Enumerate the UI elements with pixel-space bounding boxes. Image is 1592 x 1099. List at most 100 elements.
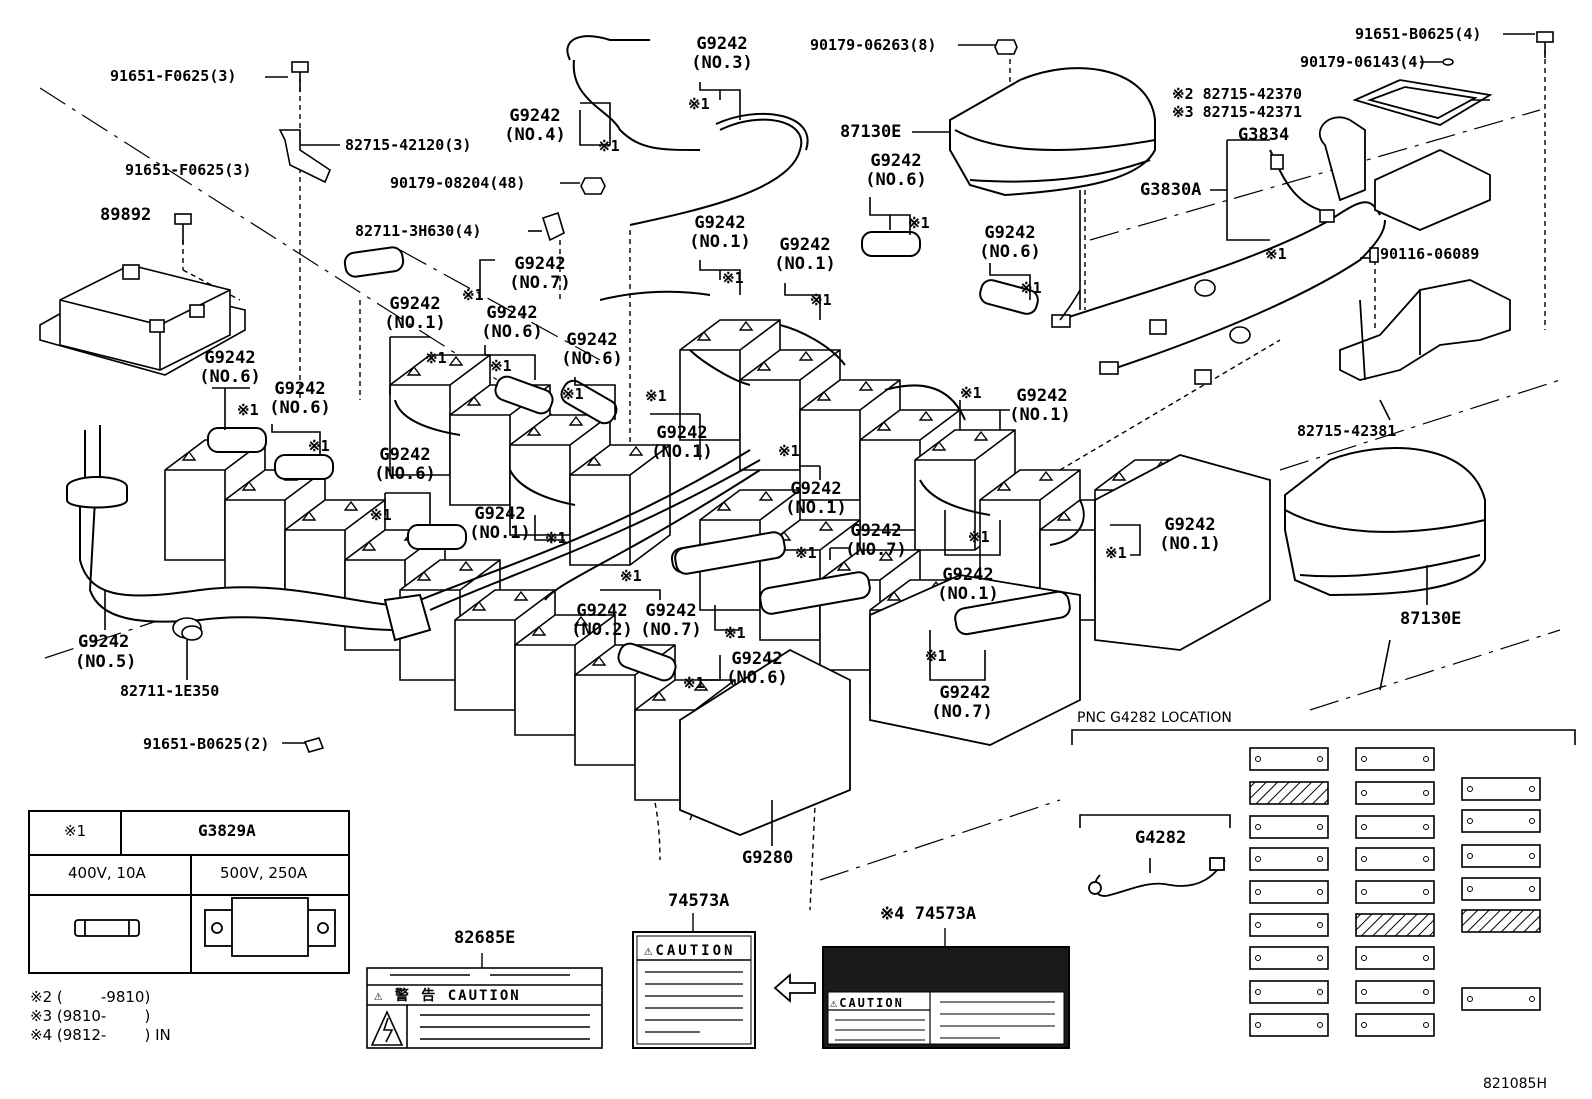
- g9242-number: (NO.7): [640, 620, 702, 640]
- part-label-g3830a: G3830A: [1140, 180, 1202, 200]
- g9242-number: (NO.1): [937, 584, 999, 604]
- g9242-mark: ※1: [598, 137, 620, 155]
- g9242-label: G9242: [379, 445, 431, 465]
- part-label-g4282: G4282: [1135, 828, 1187, 848]
- g9242-label: G9242: [694, 213, 746, 233]
- g9242-number: (NO.1): [1159, 534, 1221, 554]
- part-label-87130e: 87130E: [1400, 609, 1462, 629]
- legend-header-row: [30, 812, 348, 856]
- legend-rating-small: 400V, 10A: [68, 864, 146, 882]
- g9242-mark: ※1: [308, 437, 330, 455]
- g9242-label: G9242: [514, 254, 566, 274]
- part-label-91651-f0625: 91651-F0625(3): [125, 161, 252, 179]
- g9242-mark: ※1: [462, 286, 484, 304]
- g9242-number: (NO.7): [509, 273, 571, 293]
- g9242-mark: ※1: [645, 387, 667, 405]
- part-label-82711-1e350: 82711-1E350: [120, 682, 220, 700]
- g9242-number: (NO.1): [384, 313, 446, 333]
- g9242-number: (NO.6): [481, 322, 543, 342]
- g9242-number: (NO.1): [785, 498, 847, 518]
- part-label-91651-f0625: 91651-F0625(3): [110, 67, 237, 85]
- part-label-82715-42371: ※3 82715-42371: [1172, 103, 1302, 121]
- part-label-74573a: 74573A: [668, 891, 730, 911]
- g9242-label: G9242: [389, 294, 441, 314]
- part-label-91651-b0625: 91651-B0625(4): [1355, 25, 1482, 43]
- part-label-g9280: G9280: [742, 848, 794, 868]
- g9242-number: (NO.6): [374, 464, 436, 484]
- g9242-mark: ※1: [925, 647, 947, 665]
- g9242-mark: ※1: [545, 529, 567, 547]
- g9242-number: (NO.7): [845, 540, 907, 560]
- g9242-mark: ※1: [724, 624, 746, 642]
- part-label-90179-08204: 90179-08204(48): [390, 174, 526, 192]
- g9242-label: G9242: [790, 479, 842, 499]
- part-label-82715-42120: 82715-42120(3): [345, 136, 472, 154]
- g9242-number: (NO.6): [865, 170, 927, 190]
- g9242-number: (NO.2): [571, 620, 633, 640]
- part-label-74573a-4: ※4 74573A: [880, 904, 977, 924]
- g9242-mark: ※1: [1020, 279, 1042, 297]
- part-label-82715-42370: ※2 82715-42370: [1172, 85, 1302, 103]
- g9242-label: G9242: [939, 683, 991, 703]
- g9242-label: G9242: [509, 106, 561, 126]
- g9242-number: (NO.6): [199, 367, 261, 387]
- part-label-89892: 89892: [100, 205, 152, 225]
- g9242-label: G9242: [984, 223, 1036, 243]
- g9242-number: (NO.6): [979, 242, 1041, 262]
- g9242-mark: ※1: [490, 357, 512, 375]
- g9242-label: G9242: [696, 34, 748, 54]
- g9242-number: (NO.1): [1009, 405, 1071, 425]
- g9242-mark: ※1: [810, 291, 832, 309]
- g9242-mark: ※1: [722, 269, 744, 287]
- legend-rating-row: [30, 854, 348, 896]
- g9242-mark: ※1: [562, 385, 584, 403]
- g9242-number: (NO.1): [651, 442, 713, 462]
- g9242-mark: ※1: [370, 506, 392, 524]
- g9242-label: G9242: [731, 649, 783, 669]
- g9242-number: (NO.4): [504, 125, 566, 145]
- g9242-label: G9242: [274, 379, 326, 399]
- fuse-legend-table: ※1 G3829A 400V, 10A 500V, 250A: [28, 810, 350, 974]
- legend-divider: [120, 812, 122, 854]
- g9242-number: (NO.6): [269, 398, 331, 418]
- g9242-number: (NO.6): [726, 668, 788, 688]
- part-label-82685e: 82685E: [454, 928, 516, 948]
- g9242-mark: ※1: [620, 567, 642, 585]
- g9242-mark: ※1: [778, 442, 800, 460]
- note-2: ※2 ( -9810): [30, 988, 151, 1006]
- legend-part-number: G3829A: [198, 821, 256, 840]
- g9242-label: G9242: [942, 565, 994, 585]
- g9242-label: G9242: [1164, 515, 1216, 535]
- g9242-mark: ※1: [237, 401, 259, 419]
- model-notes: ※2 ( -9810) ※3 (9810- ) ※4 (9812- ) IN: [30, 988, 171, 1045]
- note-4: ※4 (9812- ) IN: [30, 1026, 171, 1044]
- g9242-number: (NO.1): [689, 232, 751, 252]
- g9242-label: G9242: [474, 504, 526, 524]
- g9242-mark: ※1: [908, 214, 930, 232]
- g9242-mark: ※1: [688, 95, 710, 113]
- part-label-g9242: G9242: [78, 632, 130, 652]
- g9242-label: G9242: [779, 235, 831, 255]
- g9242-label: G9242: [204, 348, 256, 368]
- g9242-label: G9242: [645, 601, 697, 621]
- part-label-g9242-no: (NO.5): [75, 652, 137, 672]
- part-label-82711-3h630: 82711-3H630(4): [355, 222, 482, 240]
- g9242-number: (NO.3): [691, 53, 753, 73]
- g9242-label: G9242: [576, 601, 628, 621]
- g9242-mark: ※1: [795, 544, 817, 562]
- g9242-number: (NO.1): [774, 254, 836, 274]
- g9242-mark: ※1: [683, 674, 705, 692]
- caution-label-74573a-text: ⚠CAUTION: [644, 943, 736, 959]
- part-label-90179-06263: 90179-06263(8): [810, 36, 937, 54]
- g9242-label: G9242: [566, 330, 618, 350]
- part-label-91651-b0625: 91651-B0625(2): [143, 735, 270, 753]
- part-label-g3834-mark: ※1: [1265, 245, 1287, 263]
- g9242-number: (NO.1): [469, 523, 531, 543]
- part-label-g3834: G3834: [1238, 125, 1290, 145]
- g9242-label: G9242: [870, 151, 922, 171]
- g9242-label: G9242: [656, 423, 708, 443]
- g9242-number: (NO.6): [561, 349, 623, 369]
- part-label-87130e: 87130E: [840, 122, 902, 142]
- diagram-code: 821085H: [1483, 1076, 1547, 1092]
